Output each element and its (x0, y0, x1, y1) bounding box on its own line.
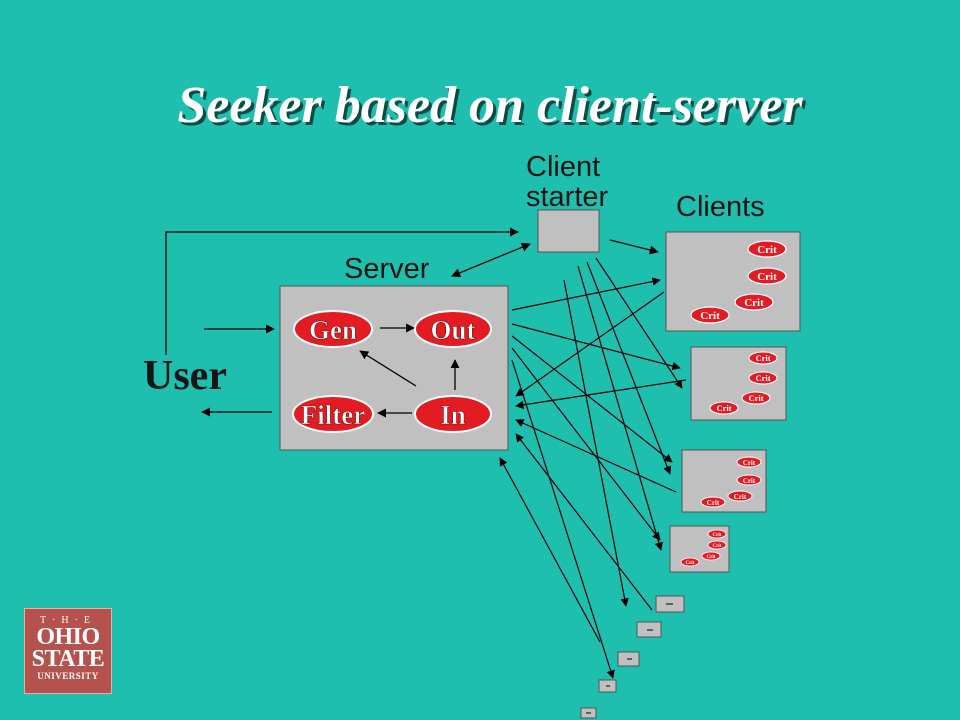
crit-label: Crit (713, 533, 722, 538)
crit-label: Crit (734, 493, 747, 501)
user-to-starter-connector (165, 227, 519, 355)
in-to-gen-arrow (359, 350, 417, 387)
server-node-filter: Filter (292, 395, 374, 433)
crit-label: Crit (743, 477, 756, 485)
server-node-gen: Gen (293, 310, 373, 348)
crit-label: Crit (755, 373, 770, 383)
crit-label: Crit (713, 544, 722, 549)
crit-label: Crit (686, 561, 695, 566)
crit-label: Crit (716, 403, 731, 413)
server-node-gen-label: Gen (309, 315, 357, 345)
server-to-clients-arrows (511, 277, 681, 679)
logo-line-university: UNIVERSITY (37, 671, 99, 681)
logo-line-the: T·H·E (39, 615, 97, 626)
server-node-in-label: In (440, 400, 466, 430)
client-3-crit-nodes: Crit Crit Crit Crit (700, 456, 762, 508)
logo-line-ohio: OHIO (36, 624, 100, 650)
crit-label: Crit (755, 353, 770, 363)
server-node-out: Out (414, 310, 492, 348)
user-label: User (143, 353, 227, 399)
client-starter-label-line1: Client (526, 151, 601, 183)
server-node-filter-label: Filter (301, 400, 365, 430)
client-starter-box (537, 209, 600, 253)
server-node-in: In (414, 395, 492, 433)
clients-to-server-arrows (499, 291, 687, 643)
server-label: Server (344, 253, 430, 285)
starter-to-clients-arrows (563, 257, 683, 607)
client-4-crit-nodes: Crit Crit Crit Crit (680, 529, 727, 567)
crit-label: Crit (707, 555, 716, 560)
server-starter-arrow (451, 242, 531, 278)
crit-label: Crit (757, 244, 777, 256)
slide-title: Seeker based on client-server (177, 77, 803, 134)
client-starter-label-line2: starter (526, 181, 609, 213)
client-1-crit-nodes: Crit Crit Crit Crit (690, 240, 787, 324)
crit-label: Crit (743, 459, 756, 467)
starter-to-client-arrow (609, 239, 659, 255)
crit-label: Crit (707, 499, 720, 507)
clients-label: Clients (676, 191, 765, 223)
crit-label: Crit (700, 310, 720, 322)
ohio-state-logo: T·H·E OHIO STATE UNIVERSITY (24, 608, 112, 694)
server-node-out-label: Out (430, 315, 475, 345)
logo-line-state: STATE (31, 646, 105, 672)
crit-label: Crit (757, 271, 777, 283)
crit-label: Crit (748, 393, 763, 403)
client-2-crit-nodes: Crit Crit Crit Crit (709, 351, 778, 415)
crit-label: Crit (744, 297, 764, 309)
